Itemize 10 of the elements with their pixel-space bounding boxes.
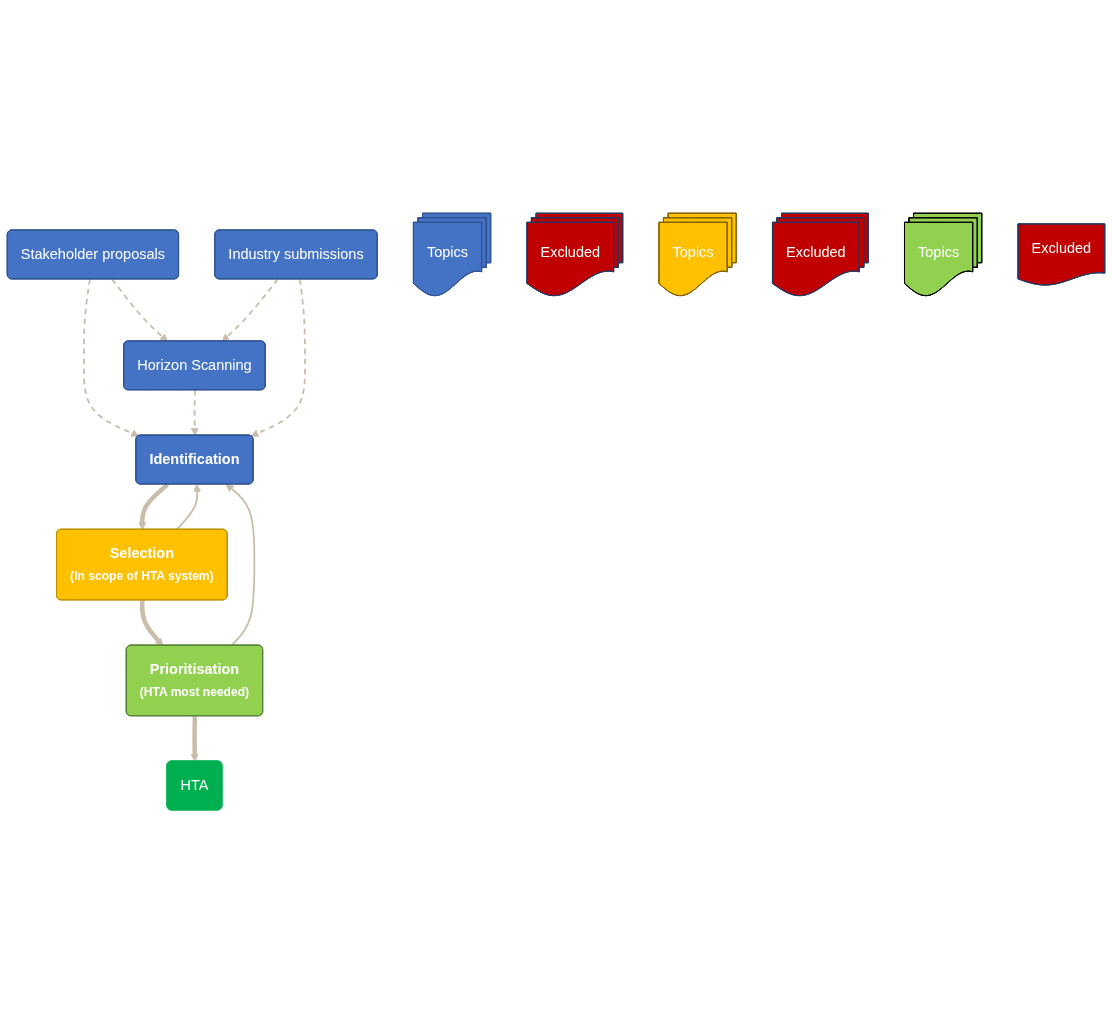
arrow — [138, 482, 170, 530]
arrow — [190, 389, 199, 436]
arrow — [225, 483, 256, 647]
arrow — [221, 278, 279, 342]
arrow — [111, 278, 168, 342]
arrow — [139, 600, 164, 646]
arrow — [250, 278, 306, 437]
arrow — [175, 483, 202, 531]
arrow — [190, 716, 199, 762]
arrow — [82, 278, 140, 437]
